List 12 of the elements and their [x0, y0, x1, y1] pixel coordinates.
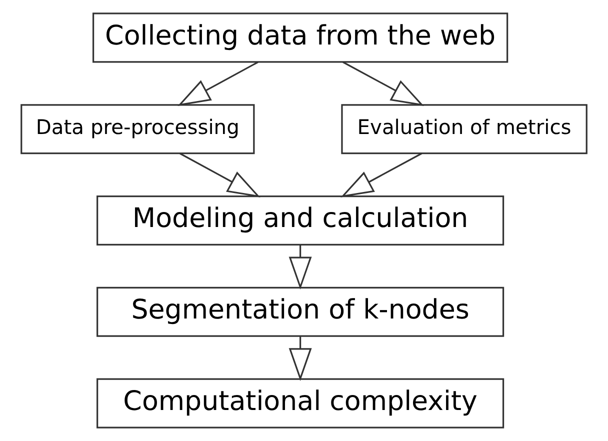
node-box: Computational complexity [96, 378, 504, 428]
arrow [288, 245, 312, 290]
node-box: Evaluation of metrics [341, 104, 588, 154]
arrow [178, 61, 258, 106]
arrow [180, 152, 260, 198]
node-box: Segmentation of k-nodes [96, 286, 504, 337]
arrow [288, 336, 312, 381]
node-box: Data pre-processing [20, 104, 255, 154]
arrow [342, 61, 424, 106]
node-box: Modeling and calculation [96, 196, 504, 246]
arrow [340, 152, 422, 198]
node-box: Collecting data from the web [92, 12, 508, 63]
